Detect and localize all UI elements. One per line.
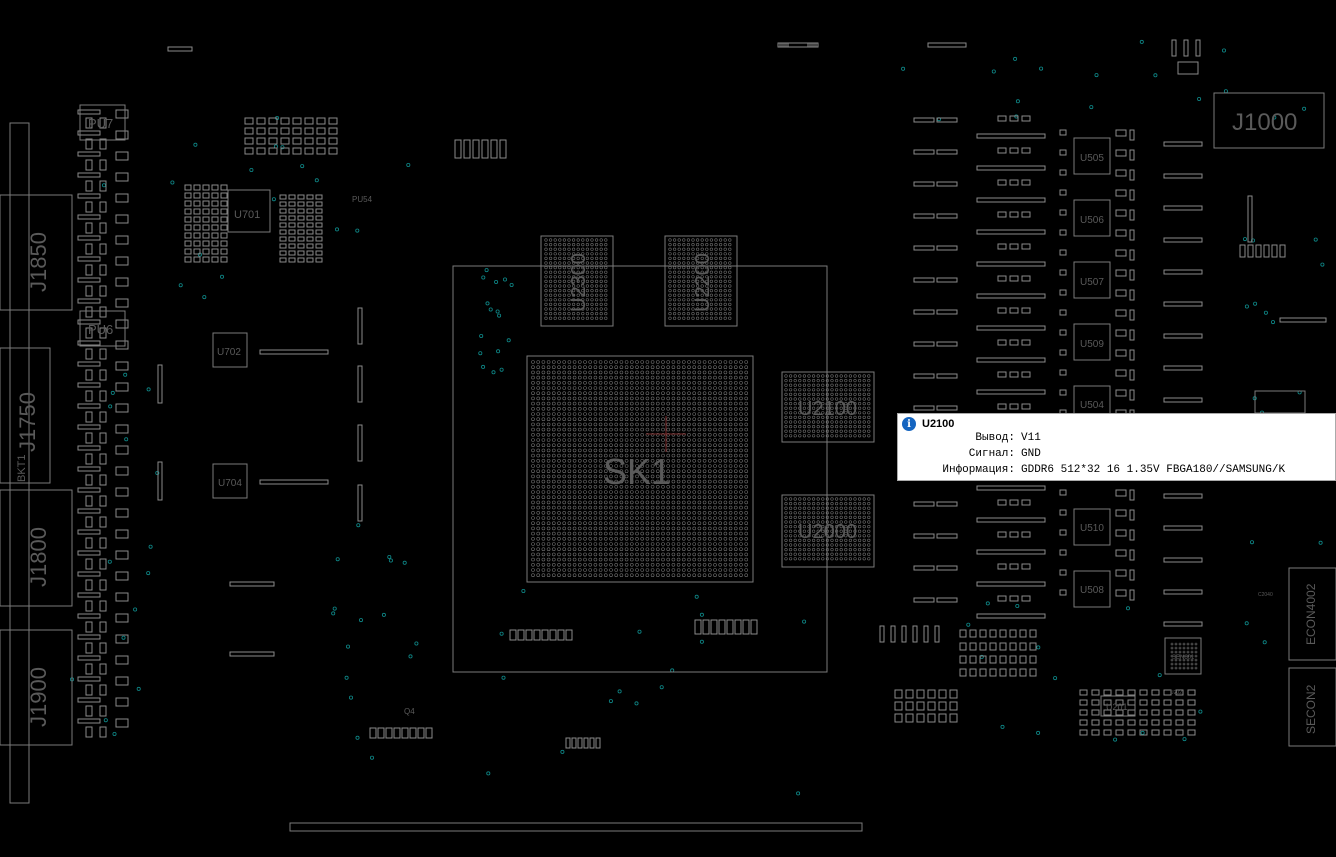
sk1-label: SK1 xyxy=(603,451,671,492)
bga-pad-grids xyxy=(531,238,1198,670)
j1900-label: J1900 xyxy=(26,667,51,727)
u504-label: U504 xyxy=(1080,400,1104,411)
u508-label: U508 xyxy=(1080,585,1104,596)
secon2-label: SECON2 xyxy=(1304,684,1318,734)
u201-label: U201 xyxy=(1106,702,1128,712)
pu6-label: PU6 xyxy=(88,322,113,337)
info-icon: i xyxy=(902,417,916,431)
u506-label: U506 xyxy=(1080,215,1104,226)
tooltip-pin-label: Вывод: xyxy=(975,432,1015,444)
pu7-label: PU7 xyxy=(88,116,113,131)
u704-label: U704 xyxy=(218,478,242,489)
tooltip-info-value: GDDR6 512*32 16 1.35V FBGA180//SAMSUNG/K xyxy=(1021,464,1286,476)
tooltip-signal-label: Сигнал: xyxy=(968,448,1015,460)
pu54-label: PU54 xyxy=(352,195,373,204)
bkt1-label: BKT1 xyxy=(16,454,28,482)
tooltip-info-label: Информация: xyxy=(942,464,1015,476)
u510-label: U510 xyxy=(1080,523,1104,534)
q4-label: Q4 xyxy=(404,707,415,716)
j1750-label: J1750 xyxy=(15,392,40,452)
u2300-label: U2300 xyxy=(568,253,590,312)
c2040-label: C2040 xyxy=(1258,592,1273,598)
u2200-label: U2200 xyxy=(692,253,714,312)
tooltip-row-info: Информация: GDDR6 512*32 16 1.35V FBGA180… xyxy=(898,464,1285,476)
tooltip-row-signal: Сигнал: GND xyxy=(898,448,1041,460)
sen601-label: SEN601 xyxy=(1172,655,1195,661)
j1000-label: J1000 xyxy=(1232,109,1297,136)
pin-info-tooltip: i U2100 Вывод: V11 Сигнал: GND Информация:… xyxy=(897,413,1336,481)
passive-footprints xyxy=(77,39,1327,749)
u701-label: U701 xyxy=(234,209,260,221)
u509-label: U509 xyxy=(1080,339,1104,350)
u202-label: U202 xyxy=(1170,690,1182,696)
tooltip-pin-value: V11 xyxy=(1021,432,1041,444)
tooltip-signal-value: GND xyxy=(1021,448,1041,460)
j1850-label: J1850 xyxy=(26,232,51,292)
j1800-label: J1800 xyxy=(26,527,51,587)
econ4002-label: ECON4002 xyxy=(1304,583,1318,645)
u507-label: U507 xyxy=(1080,277,1104,288)
u2000-label: U2000 xyxy=(798,521,857,543)
tooltip-title: U2100 xyxy=(922,418,955,430)
u505-label: U505 xyxy=(1080,153,1104,164)
tooltip-row-pin: Вывод: V11 xyxy=(898,432,1041,444)
u702-label: U702 xyxy=(217,347,241,358)
u2100-label: U2100 xyxy=(798,398,857,420)
